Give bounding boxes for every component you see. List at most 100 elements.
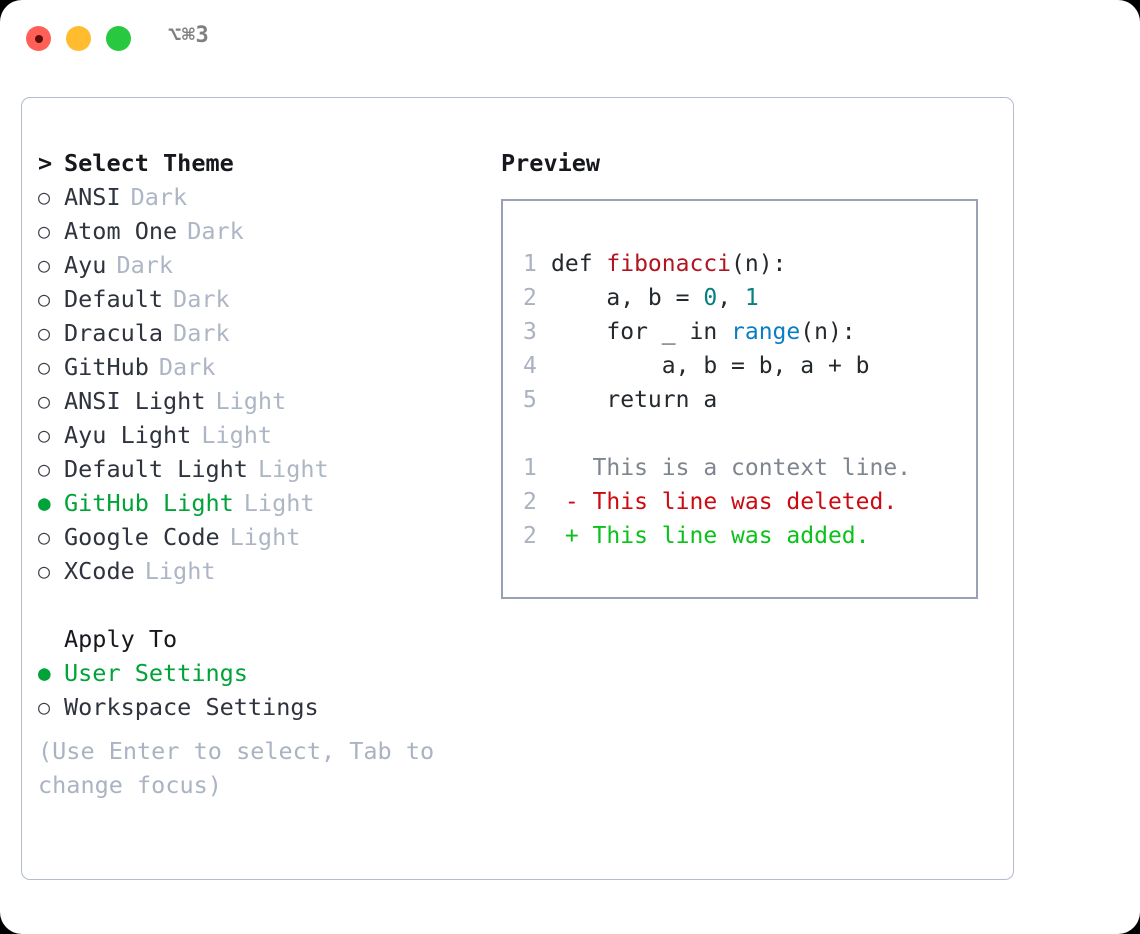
- theme-option-label: Atom One: [64, 217, 178, 245]
- radio-selected-icon[interactable]: ●: [38, 491, 51, 515]
- theme-variant-tag: Light: [215, 387, 287, 415]
- diff-line-content: This is a context line.: [551, 455, 912, 481]
- radio-unselected-icon[interactable]: ○: [38, 253, 51, 277]
- theme-option-label: GitHub Light: [64, 489, 234, 517]
- radio-unselected-icon[interactable]: ○: [38, 423, 51, 447]
- theme-option[interactable]: ○ Google Code Light: [38, 520, 478, 554]
- preview-title: Preview: [501, 149, 601, 177]
- theme-option[interactable]: ○ ANSI Light Light: [38, 384, 478, 418]
- keyboard-shortcut-label: ⌥⌘3: [168, 23, 210, 48]
- preview-box: 1 def fibonacci(n):2 a, b = 0, 1 3 for _ i…: [501, 199, 978, 599]
- apply-to-header: Apply To: [38, 622, 478, 656]
- diff-line-number: 1: [523, 455, 537, 481]
- theme-option[interactable]: ○ Default Dark: [38, 282, 478, 316]
- diff-line: 1 This is a context line.: [523, 451, 976, 485]
- diff-line-content: - This line was deleted.: [551, 489, 898, 515]
- code-line: 5 return a: [523, 383, 976, 417]
- code-line-content: a, b = b, a + b: [551, 349, 870, 383]
- theme-variant-tag: Light: [201, 421, 273, 449]
- title-bar: ⌥⌘3: [0, 0, 1140, 78]
- theme-option[interactable]: ○ Ayu Light Light: [38, 418, 478, 452]
- code-token: a, b = b, a + b: [551, 353, 870, 379]
- maximize-button[interactable]: [106, 26, 131, 51]
- code-token: 0: [703, 285, 718, 311]
- preview-column: Preview 1 def fibonacci(n):2 a, b = 0, 1 3…: [501, 146, 1001, 599]
- theme-variant-tag: Dark: [173, 319, 230, 347]
- caret-icon: >: [38, 149, 53, 177]
- radio-unselected-icon[interactable]: ○: [38, 355, 51, 379]
- theme-option[interactable]: ● GitHub Light Light: [38, 486, 478, 520]
- radio-unselected-icon[interactable]: ○: [38, 525, 51, 549]
- theme-variant-tag: Dark: [130, 183, 188, 211]
- diff-line: 2 - This line was deleted.: [523, 485, 976, 519]
- apply-to-option[interactable]: ● User Settings: [38, 656, 478, 690]
- theme-option[interactable]: ○ ANSI Dark: [38, 180, 478, 214]
- theme-option-label: ANSI Light: [64, 387, 206, 415]
- theme-variant-tag: Light: [229, 523, 301, 551]
- theme-option[interactable]: ○ GitHub Dark: [38, 350, 478, 384]
- code-line: 4 a, b = b, a + b: [523, 349, 976, 383]
- radio-unselected-icon[interactable]: ○: [38, 695, 51, 719]
- code-token: def: [551, 251, 607, 277]
- close-button[interactable]: [26, 26, 51, 51]
- theme-option[interactable]: ○ XCode Light: [38, 554, 478, 588]
- radio-selected-icon[interactable]: ●: [38, 661, 51, 685]
- theme-option-label: Dracula: [64, 319, 164, 347]
- code-token: a, b =: [551, 285, 704, 311]
- select-theme-header: > Select Theme: [38, 146, 478, 180]
- radio-unselected-icon[interactable]: ○: [38, 219, 51, 243]
- window-controls: [26, 26, 131, 51]
- theme-option-label: GitHub: [64, 353, 149, 381]
- theme-variant-tag: Light: [243, 489, 315, 517]
- code-diff-separator: [523, 417, 976, 451]
- code-sample: 1 def fibonacci(n):2 a, b = 0, 1 3 for _ i…: [523, 247, 976, 417]
- theme-variant-tag: Light: [144, 557, 216, 585]
- theme-option-label: ANSI: [64, 183, 121, 211]
- theme-variant-tag: Dark: [173, 285, 230, 313]
- theme-option-label: Ayu: [64, 251, 107, 279]
- code-token: 1: [744, 285, 759, 311]
- theme-option[interactable]: ○ Atom One Dark: [38, 214, 478, 248]
- theme-option[interactable]: ○ Dracula Dark: [38, 316, 478, 350]
- code-line: 2 a, b = 0, 1: [523, 281, 976, 315]
- theme-variant-tag: Dark: [158, 353, 216, 381]
- apply-to-list: ● User Settings ○Workspace Settings: [38, 656, 478, 724]
- radio-unselected-icon[interactable]: ○: [38, 321, 51, 345]
- code-token: (n):: [800, 319, 856, 345]
- radio-unselected-icon[interactable]: ○: [38, 287, 51, 311]
- theme-option-label: XCode: [64, 557, 135, 585]
- radio-unselected-icon[interactable]: ○: [38, 457, 51, 481]
- theme-option-label: Google Code: [64, 523, 220, 551]
- theme-option-label: Default Light: [64, 455, 248, 483]
- apply-to-option-label: User Settings: [64, 659, 248, 687]
- code-line-content: def fibonacci(n):: [551, 247, 786, 281]
- list-spacer: [38, 588, 478, 622]
- code-line-content: return a: [551, 383, 717, 417]
- diff-line-number: 2: [523, 489, 537, 515]
- theme-option-label: Ayu Light: [64, 421, 192, 449]
- code-token: (n):: [731, 251, 787, 277]
- code-token: return a: [551, 387, 718, 413]
- line-number: 3: [523, 319, 537, 345]
- minimize-button[interactable]: [66, 26, 91, 51]
- line-number: 5: [523, 387, 537, 413]
- apply-to-title: Apply To: [64, 625, 178, 653]
- theme-variant-tag: Dark: [187, 217, 244, 245]
- radio-unselected-icon[interactable]: ○: [38, 559, 51, 583]
- radio-unselected-icon[interactable]: ○: [38, 389, 51, 413]
- apply-to-option[interactable]: ○Workspace Settings: [38, 690, 478, 724]
- line-number: 1: [523, 251, 537, 277]
- radio-unselected-icon[interactable]: ○: [38, 185, 51, 209]
- diff-sample: 1 This is a context line.2 - This line w…: [523, 451, 976, 553]
- line-number: 2: [523, 285, 537, 311]
- diff-line: 2 + This line was added.: [523, 519, 976, 553]
- select-theme-title: Select Theme: [64, 149, 234, 177]
- theme-option-label: Default: [64, 285, 164, 313]
- diff-line-number: 2: [523, 523, 537, 549]
- code-token: for _ in: [551, 319, 732, 345]
